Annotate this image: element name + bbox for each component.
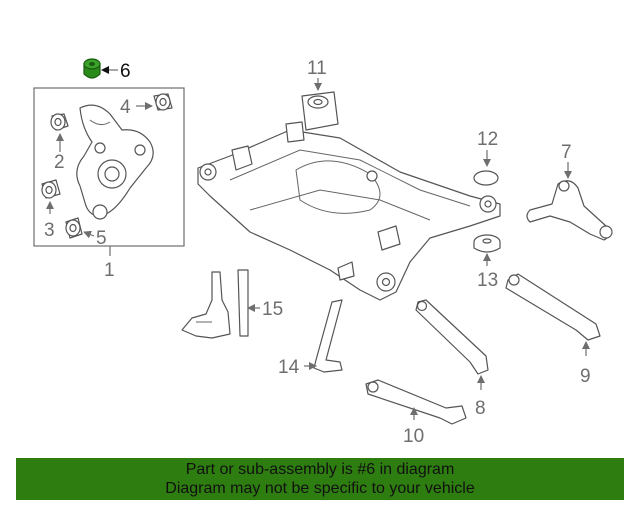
toe-link-part-8 (415, 299, 489, 375)
link-part-10 (365, 379, 467, 425)
callout-9: 9 (580, 366, 591, 387)
banner-line-disclaimer: Diagram may not be specific to your vehi… (165, 480, 475, 497)
washer-part-12 (473, 170, 499, 186)
rod-part-14 (313, 299, 343, 373)
mount-part-13 (473, 234, 501, 253)
callout-6: 6 (120, 61, 131, 82)
knuckle-group-frame (33, 87, 185, 247)
callout-13: 13 (477, 270, 498, 291)
callout-10: 10 (403, 426, 424, 447)
callout-14: 14 (278, 357, 300, 378)
callout-15: 15 (262, 299, 283, 320)
upper-arm-part-7 (526, 180, 613, 241)
bushing-part-3 (41, 179, 61, 199)
mount-part-11 (301, 91, 339, 131)
callout-4: 4 (120, 97, 131, 118)
lower-link-part-9 (505, 273, 601, 341)
subframe-crossmember (197, 121, 501, 301)
callout-8: 8 (475, 398, 486, 419)
callout-5: 5 (96, 228, 107, 249)
knuckle-part-1 (76, 104, 154, 220)
bushing-part-6[interactable] (83, 58, 101, 79)
callout-2: 2 (54, 152, 65, 173)
callout-11: 11 (307, 58, 327, 79)
parts-diagram: 6 2 3 4 5 1 (33, 58, 613, 447)
bushing-part-4 (153, 93, 173, 111)
bushing-part-5 (65, 217, 83, 239)
banner-line-part-info: Part or sub-assembly is #6 in diagram (185, 461, 455, 478)
callout-12: 12 (477, 129, 498, 150)
bushing-part-2 (50, 113, 69, 131)
callout-1: 1 (104, 260, 115, 281)
info-banner: Part or sub-assembly is #6 in diagram Di… (16, 458, 624, 500)
bracket-part-15 (181, 269, 249, 339)
callout-3: 3 (44, 220, 55, 241)
callout-7: 7 (561, 142, 572, 163)
